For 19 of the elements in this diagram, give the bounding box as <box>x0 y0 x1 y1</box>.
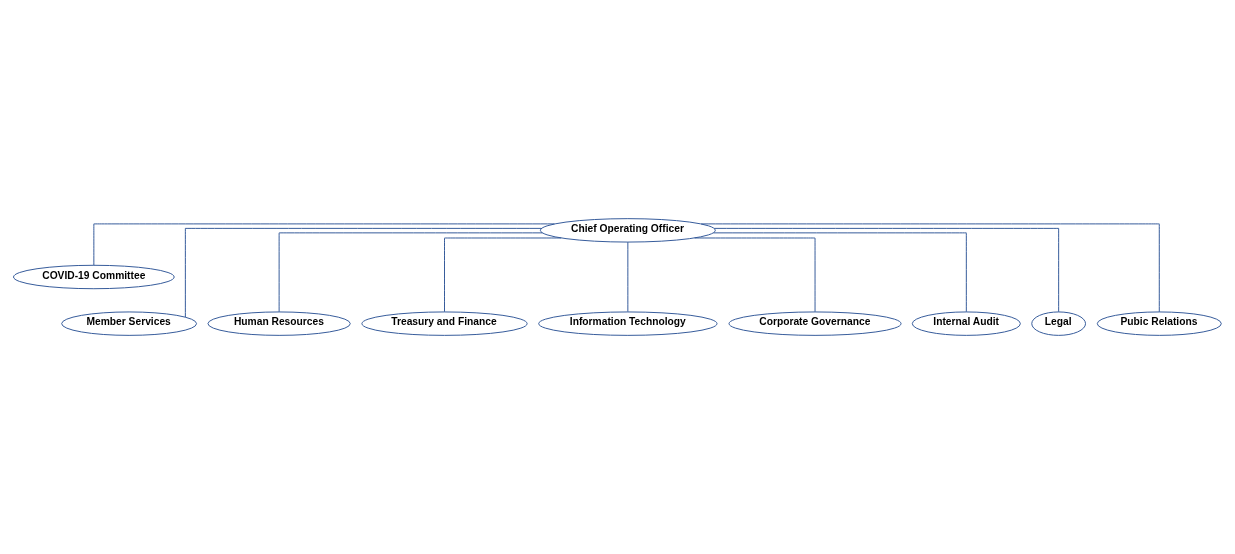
connector <box>627 241 629 313</box>
node-ellipse: Human Resources <box>207 311 351 336</box>
connector <box>713 227 1060 313</box>
connector <box>713 232 967 313</box>
connector <box>184 227 542 318</box>
connector <box>700 223 1160 313</box>
connector <box>278 232 543 313</box>
node-ellipse: Chief Operating Officer <box>539 218 716 243</box>
connector <box>93 223 555 266</box>
connector <box>444 237 562 313</box>
node-ellipse: Pubic Relations <box>1096 311 1222 336</box>
node-ellipse: Information Technology <box>538 311 718 336</box>
node-ellipse: Internal Audit <box>911 311 1021 336</box>
node-ellipse: Treasury and Finance <box>361 311 528 336</box>
node-ellipse: COVID-19 Committee <box>13 264 175 290</box>
node-ellipse: Corporate Governance <box>728 311 902 336</box>
node-ellipse: Member Services <box>61 311 198 336</box>
node-ellipse: Legal <box>1031 311 1086 336</box>
connector <box>694 237 816 313</box>
